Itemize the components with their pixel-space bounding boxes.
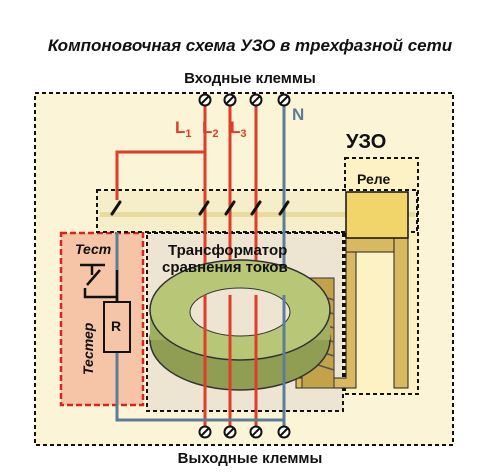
transformer-label-line1: Трансформатор xyxy=(168,242,287,259)
input-terminal-l1 xyxy=(198,93,212,107)
output-terminal-l3 xyxy=(249,425,263,439)
output-terminal-l2 xyxy=(223,425,237,439)
output-terminals-label: Выходные клеммы xyxy=(177,450,323,467)
test-label: Тест xyxy=(75,241,111,257)
phase-label-l2: L2 xyxy=(202,118,219,140)
toroid-core xyxy=(149,259,331,391)
output-terminals xyxy=(198,425,291,439)
breaker-contacts xyxy=(110,200,290,216)
input-terminals xyxy=(198,93,291,107)
input-terminals-label: Входные клеммы xyxy=(184,70,316,87)
phase-label-l1: L1 xyxy=(175,118,192,140)
transformer-label-line2: сравнения токов xyxy=(162,259,288,276)
resistor xyxy=(103,301,131,353)
relay-label: Реле xyxy=(357,171,390,187)
phase-label-l3: L3 xyxy=(230,118,247,140)
relay-yoke-side xyxy=(393,237,409,389)
neutral-label: N xyxy=(292,105,304,124)
input-terminal-l3 xyxy=(249,93,263,107)
input-terminal-l2 xyxy=(223,93,237,107)
test-button-icon xyxy=(80,263,119,299)
wires-through-core xyxy=(203,295,258,392)
output-terminal-n xyxy=(277,425,291,439)
device-label: УЗО xyxy=(346,131,386,153)
tester-label: Тестер xyxy=(80,322,96,375)
diagram-title: Компоновочная схема УЗО в трехфазной сет… xyxy=(47,36,453,55)
relay-coil xyxy=(345,191,409,239)
input-terminal-n xyxy=(277,93,291,107)
resistor-label: R xyxy=(111,318,121,334)
output-terminal-l1 xyxy=(198,425,212,439)
